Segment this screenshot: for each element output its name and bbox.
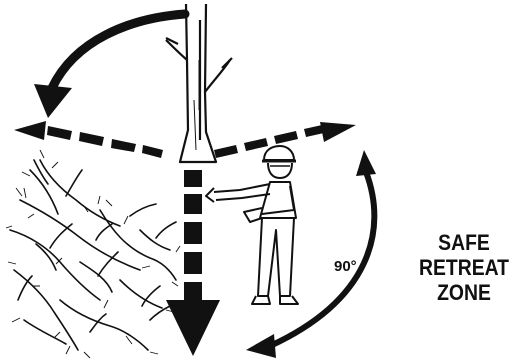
zone-label-line-2: RETREAT bbox=[418, 255, 510, 280]
zone-label-line-3: ZONE bbox=[418, 280, 510, 305]
left-dashed-arrow-icon bbox=[14, 121, 163, 158]
standing-tree-trunk-icon bbox=[166, 4, 232, 162]
fallen-tree-branches-icon bbox=[10, 160, 176, 350]
zone-label-line-1: SAFE bbox=[418, 230, 510, 255]
worker-with-hardhat-icon bbox=[206, 146, 298, 304]
fall-direction-arrow-icon bbox=[166, 170, 220, 356]
safe-retreat-zone-label: SAFE RETREAT ZONE bbox=[418, 230, 510, 305]
angle-label: 90° bbox=[334, 258, 357, 275]
swing-arrow-icon bbox=[34, 14, 185, 118]
safe-zone-arrow-icon bbox=[246, 150, 376, 358]
